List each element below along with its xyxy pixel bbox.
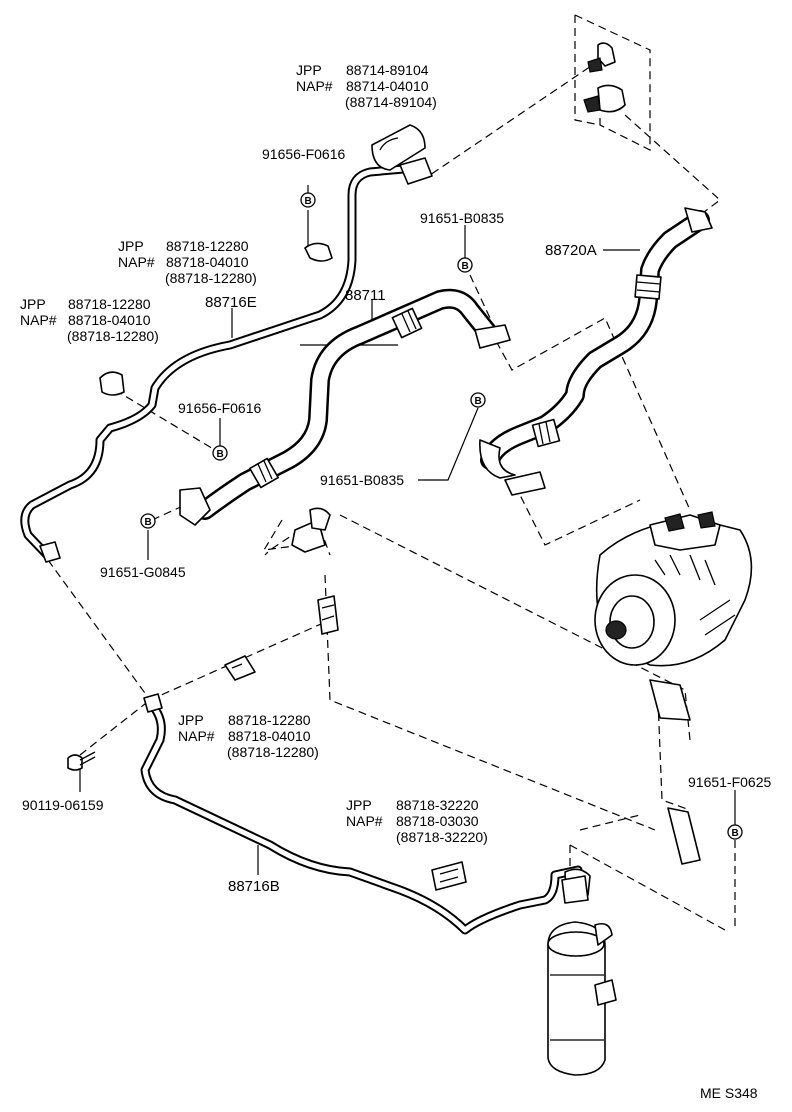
label-91651-g0845: 91651-G0845: [100, 564, 186, 580]
label-91651-b0835-mid: 91651-B0835: [320, 472, 404, 488]
svg-text:B: B: [475, 396, 482, 407]
pipe-88716b: [140, 700, 583, 935]
label-clamp4-paren: (88718-32220): [396, 829, 488, 845]
label-clamp1-jpp-num: 88718-12280: [166, 238, 249, 254]
label-clamp2-nap-num: 88718-04010: [68, 312, 151, 328]
bolt-marker-b-4: B: [212, 445, 228, 461]
label-top-nap-num: 88714-04010: [346, 78, 429, 94]
label-top-jpp-num: 88714-89104: [346, 62, 429, 78]
condenser: [291, 507, 701, 865]
bolt-marker-b-1: B: [300, 192, 316, 208]
label-91656-f0616-top: 91656-F0616: [262, 146, 346, 162]
label-91651-f0625: 91651-F0625: [688, 774, 772, 790]
svg-text:B: B: [732, 828, 739, 839]
label-91656-f0616-mid: 91656-F0616: [178, 400, 262, 416]
bolt-marker-b-6: B: [727, 824, 743, 840]
pressure-switch-fittings: [583, 42, 626, 113]
svg-text:B: B: [462, 261, 469, 272]
label-clamp3-jpp-num: 88718-12280: [228, 712, 311, 728]
clamp-88714: [371, 124, 433, 185]
label-clamp1-jpp-prefix: JPP: [118, 238, 144, 254]
label-90119-06159: 90119-06159: [22, 797, 104, 813]
label-top-nap-prefix: NAP#: [296, 78, 333, 94]
label-88711: 88711: [345, 287, 386, 304]
label-clamp4-nap-num: 88718-03030: [396, 813, 479, 829]
bolt-marker-b-2: B: [457, 257, 473, 273]
receiver-dryer: [547, 875, 617, 1076]
label-clamp2-jpp-num: 88718-12280: [68, 296, 151, 312]
label-clamp3-jpp-prefix: JPP: [178, 712, 204, 728]
label-clamp3-nap-prefix: NAP#: [178, 728, 215, 744]
label-clamp4-nap-prefix: NAP#: [346, 813, 383, 829]
label-clamp2-paren: (88718-12280): [67, 328, 159, 344]
pipe-end-fittings: [39, 541, 591, 898]
label-clamp3-nap-num: 88718-04010: [228, 728, 311, 744]
svg-text:B: B: [305, 196, 312, 207]
hose-88711: [179, 288, 511, 526]
hose-88720a: [479, 207, 713, 496]
label-91651-b0835-top: 91651-B0835: [420, 210, 504, 226]
bolt-90119: [67, 751, 96, 771]
label-top-paren: (88714-89104): [345, 94, 437, 110]
label-clamp4-jpp-prefix: JPP: [346, 797, 372, 813]
label-88716e: 88716E: [205, 294, 257, 311]
label-clamp4-jpp-num: 88718-32220: [396, 797, 479, 813]
clamp-88718-32220: [431, 861, 467, 891]
label-clamp1-paren: (88718-12280): [165, 270, 257, 286]
label-clamp2-nap-prefix: NAP#: [20, 312, 57, 328]
label-clamp3-paren: (88718-12280): [227, 744, 319, 760]
clamp-88718-12280-b: [99, 371, 125, 396]
pipe-88716e: [20, 163, 420, 561]
bolt-marker-b-3: B: [470, 392, 486, 408]
clamp-88718-12280-a: [304, 242, 333, 262]
footer-code: ME S348: [700, 1085, 758, 1101]
svg-text:B: B: [145, 517, 152, 528]
label-88716b: 88716B: [228, 878, 280, 895]
svg-text:B: B: [217, 449, 224, 460]
label-clamp2-jpp-prefix: JPP: [20, 296, 46, 312]
label-top-jpp-prefix: JPP: [296, 62, 322, 78]
label-clamp1-nap-num: 88718-04010: [166, 254, 249, 270]
bolt-marker-b-5: B: [140, 513, 156, 529]
clamp-88718-12280-c: [224, 655, 256, 681]
label-88720a: 88720A: [545, 242, 597, 259]
labels: JPP 88714-89104 NAP# 88714-04010 (88714-…: [20, 62, 772, 1101]
label-clamp1-nap-prefix: NAP#: [118, 254, 155, 270]
compressor: [594, 511, 753, 667]
